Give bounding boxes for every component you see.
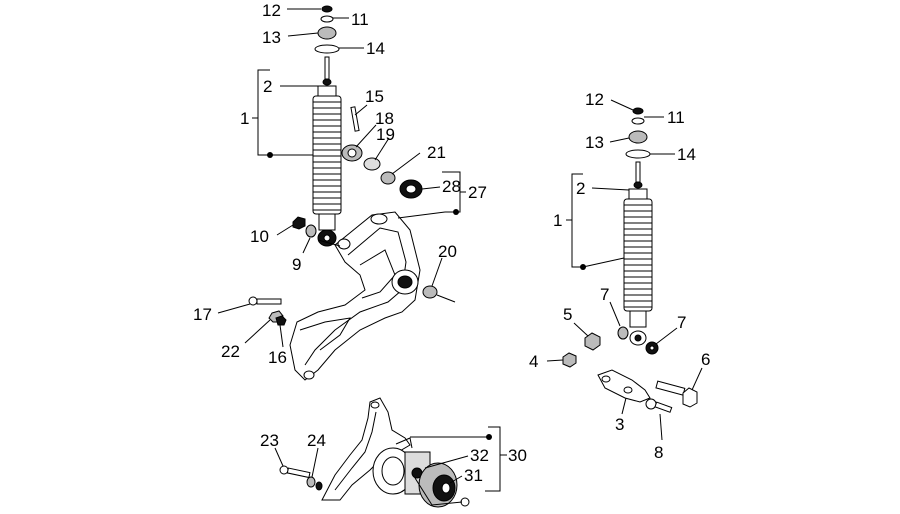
callout-16: 16: [268, 348, 287, 367]
callout-15: 15: [365, 87, 384, 106]
swing-arm-bracket: [289, 211, 421, 381]
reference-dots: [267, 152, 586, 440]
nut-12-left: [321, 5, 333, 13]
callout-30: 30: [508, 446, 527, 465]
callout-9: 9: [292, 255, 301, 274]
callout-6: 6: [701, 350, 710, 369]
bolt-23-head: [279, 465, 289, 475]
callout-18: 18: [375, 109, 394, 128]
callout-17: 17: [193, 305, 212, 324]
callout-8: 8: [654, 443, 663, 462]
bolt-8-head: [645, 398, 657, 410]
silentblock-assembly: [321, 397, 470, 508]
left-small-parts: [292, 106, 456, 303]
nut-16: [275, 315, 287, 326]
callout-21: 21: [427, 143, 446, 162]
callout-23: 23: [260, 431, 279, 450]
leader-lines: [217, 8, 703, 506]
bolt-8-shank: [654, 401, 673, 413]
washer-11-left: [320, 15, 334, 23]
bracket-27-outline: [289, 211, 421, 381]
callout-13-left: 13: [262, 28, 281, 47]
callout-13-right: 13: [585, 133, 604, 152]
washer-7-left: [617, 326, 629, 340]
shock-lower-body-left: [318, 213, 336, 231]
callout-22: 22: [221, 342, 240, 361]
shock-spring-right: [623, 198, 653, 312]
nut-12-right: [632, 107, 644, 115]
bolt-15: [350, 106, 360, 132]
washer-9: [305, 224, 317, 238]
shock-rod-left: [324, 56, 330, 80]
shock-top-mount-left: [317, 85, 337, 97]
bolt-group-23-24: [279, 465, 323, 491]
callout-10: 10: [250, 227, 269, 246]
left-shock-absorber: [312, 5, 342, 247]
washer-11-right: [631, 117, 645, 125]
callout-31: 31: [464, 466, 483, 485]
callout-11-right: 11: [667, 108, 685, 127]
right-shock-absorber: [623, 107, 653, 346]
callout-32: 32: [470, 446, 489, 465]
callout-24: 24: [307, 431, 326, 450]
washer-19: [363, 157, 381, 171]
nut-20: [422, 285, 438, 299]
callout-7-left: 7: [600, 285, 609, 304]
callout-19: 19: [376, 125, 395, 144]
callout-2-right: 2: [576, 179, 585, 198]
nut-5: [584, 332, 601, 351]
bracket-3: [597, 369, 651, 403]
callout-3: 3: [615, 415, 624, 434]
plate-14-left: [314, 44, 340, 54]
shock-top-mount-right: [628, 188, 648, 200]
callout-14-right: 14: [677, 145, 696, 164]
callout-27: 27: [468, 183, 487, 202]
callout-7-right: 7: [677, 313, 686, 332]
callout-1-left: 1: [240, 109, 249, 128]
callout-2-left: 2: [263, 77, 272, 96]
bolt-17-shank: [256, 298, 282, 305]
callout-28: 28: [442, 177, 461, 196]
shock-lower-body-right: [629, 310, 647, 328]
bushing-13-left: [317, 26, 337, 40]
bolt-6-head: [682, 387, 698, 408]
callout-11-left: 11: [351, 10, 369, 29]
rod-cap-left: [322, 78, 332, 86]
bolt-group-17-22-16: [248, 296, 287, 326]
shock-rod-right: [635, 161, 641, 183]
bolt-17-head: [248, 296, 258, 306]
bushing-13-right: [628, 130, 648, 144]
callout-5: 5: [563, 305, 572, 324]
callout-12-right: 12: [585, 90, 604, 109]
callout-12-left: 12: [262, 1, 281, 20]
bolt-6-shank: [655, 380, 686, 396]
bolt-23-shank: [286, 467, 311, 479]
callout-labels: 12 11 13 14 2 1 15 18 19 21 28 27 10 9 2…: [193, 1, 710, 485]
nut-4: [562, 352, 577, 368]
right-mount-hardware: [562, 326, 698, 413]
plate-14-right: [625, 149, 651, 159]
bushing-21: [380, 171, 396, 185]
nut-10: [292, 216, 306, 230]
callout-20: 20: [438, 242, 457, 261]
callout-14-left: 14: [366, 39, 385, 58]
washer-24: [306, 476, 316, 488]
callout-4: 4: [529, 352, 538, 371]
callout-1-right: 1: [553, 211, 562, 230]
